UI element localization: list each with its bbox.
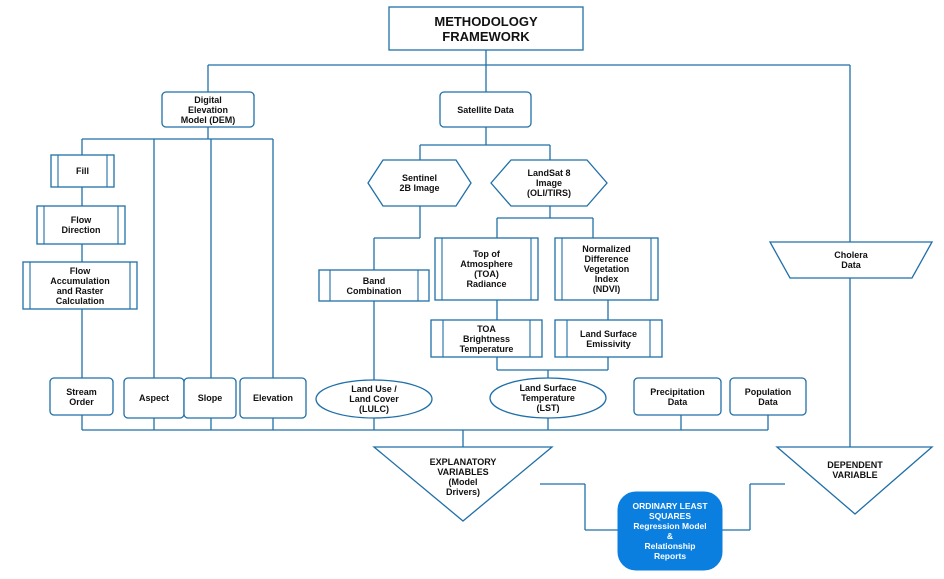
title-box <box>388 6 584 51</box>
landsat-hexagon <box>490 159 608 207</box>
flow-direction-process-box <box>36 205 126 245</box>
band-combination-process-box <box>318 269 430 302</box>
ndvi-process-box <box>554 237 659 301</box>
dependent-variable-triangle <box>775 446 934 515</box>
fill-process-box <box>50 154 115 188</box>
cholera-data-trapezoid <box>768 241 934 279</box>
explanatory-variables-triangle <box>372 446 554 522</box>
flow-accumulation-process-box <box>22 261 138 310</box>
slope-box <box>183 377 237 419</box>
lulc-ellipse <box>315 379 433 419</box>
connector-lines <box>81 50 851 531</box>
ols-regression-box <box>617 491 723 571</box>
sentinel-hexagon <box>367 159 472 207</box>
lst-ellipse <box>489 377 607 419</box>
lse-process-box <box>554 319 663 358</box>
dem-box <box>161 91 255 128</box>
toa-radiance-process-box <box>434 237 539 301</box>
precipitation-box <box>633 377 722 416</box>
elevation-box <box>239 377 307 419</box>
satellite-data-box <box>439 91 532 128</box>
toa-brightness-process-box <box>430 319 543 358</box>
population-box <box>729 377 807 416</box>
aspect-box <box>123 377 185 419</box>
stream-order-box <box>49 377 114 416</box>
